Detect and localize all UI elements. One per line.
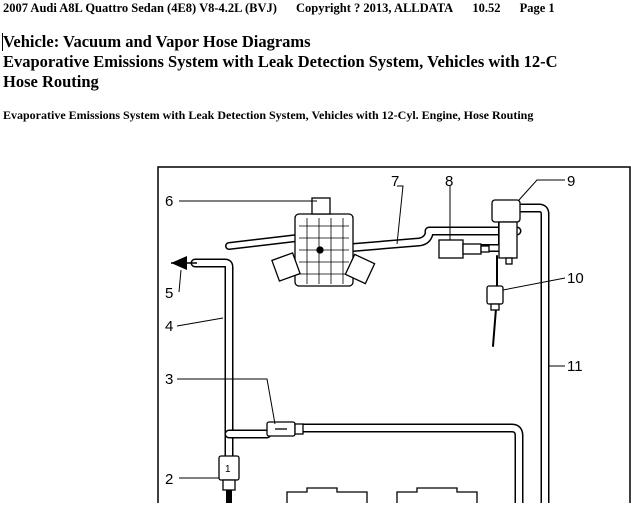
component-2-valve: 1 (218, 455, 240, 491)
header-vehicle: 2007 Audi A8L Quattro Sedan (4E8) V8-4.2… (3, 1, 277, 15)
callout-4: 4 (165, 318, 173, 335)
title-line-2: Evaporative Emissions System with Leak D… (3, 52, 558, 71)
svg-text:1: 1 (225, 464, 231, 475)
callout-9: 9 (567, 173, 575, 190)
callout-7: 7 (391, 173, 399, 190)
component-10-filter (486, 285, 504, 311)
figure-caption: Evaporative Emissions System with Leak D… (3, 108, 534, 122)
callout-2: 2 (165, 471, 173, 488)
engine-components (286, 487, 478, 503)
text-cursor (2, 33, 3, 51)
callout-3: 3 (165, 371, 173, 388)
component-6-valve-block (271, 197, 376, 287)
callout-labels: 6 5 4 3 2 7 8 9 10 11 (165, 173, 584, 488)
component-9-pump (491, 199, 521, 265)
flow-arrow-5 (171, 256, 197, 270)
component-3-check-valve (266, 421, 304, 437)
header-page: Page 1 (519, 1, 555, 15)
callout-10: 10 (567, 270, 584, 287)
document-header: 2007 Audi A8L Quattro Sedan (4E8) V8-4.2… (3, 1, 571, 16)
callout-5: 5 (165, 285, 173, 302)
callout-6: 6 (165, 193, 173, 210)
title-line-1: Vehicle: Vacuum and Vapor Hose Diagrams (3, 32, 311, 51)
component-8-valve (438, 239, 490, 259)
callout-11: 11 (567, 358, 583, 375)
header-version: 10.52 (472, 1, 501, 15)
hose-routing-diagram: 1 6 5 4 3 2 7 8 9 10 11 (157, 166, 631, 508)
page-title: Vehicle: Vacuum and Vapor Hose Diagrams … (3, 32, 629, 92)
leader-lines (176, 179, 566, 479)
hoses (190, 203, 550, 508)
diagram-svg: 1 6 5 4 3 2 7 8 9 10 11 (157, 166, 631, 508)
title-line-3: Hose Routing (3, 72, 99, 91)
callout-8: 8 (445, 173, 453, 190)
header-copyright: Copyright ? 2013, ALLDATA (296, 1, 454, 15)
